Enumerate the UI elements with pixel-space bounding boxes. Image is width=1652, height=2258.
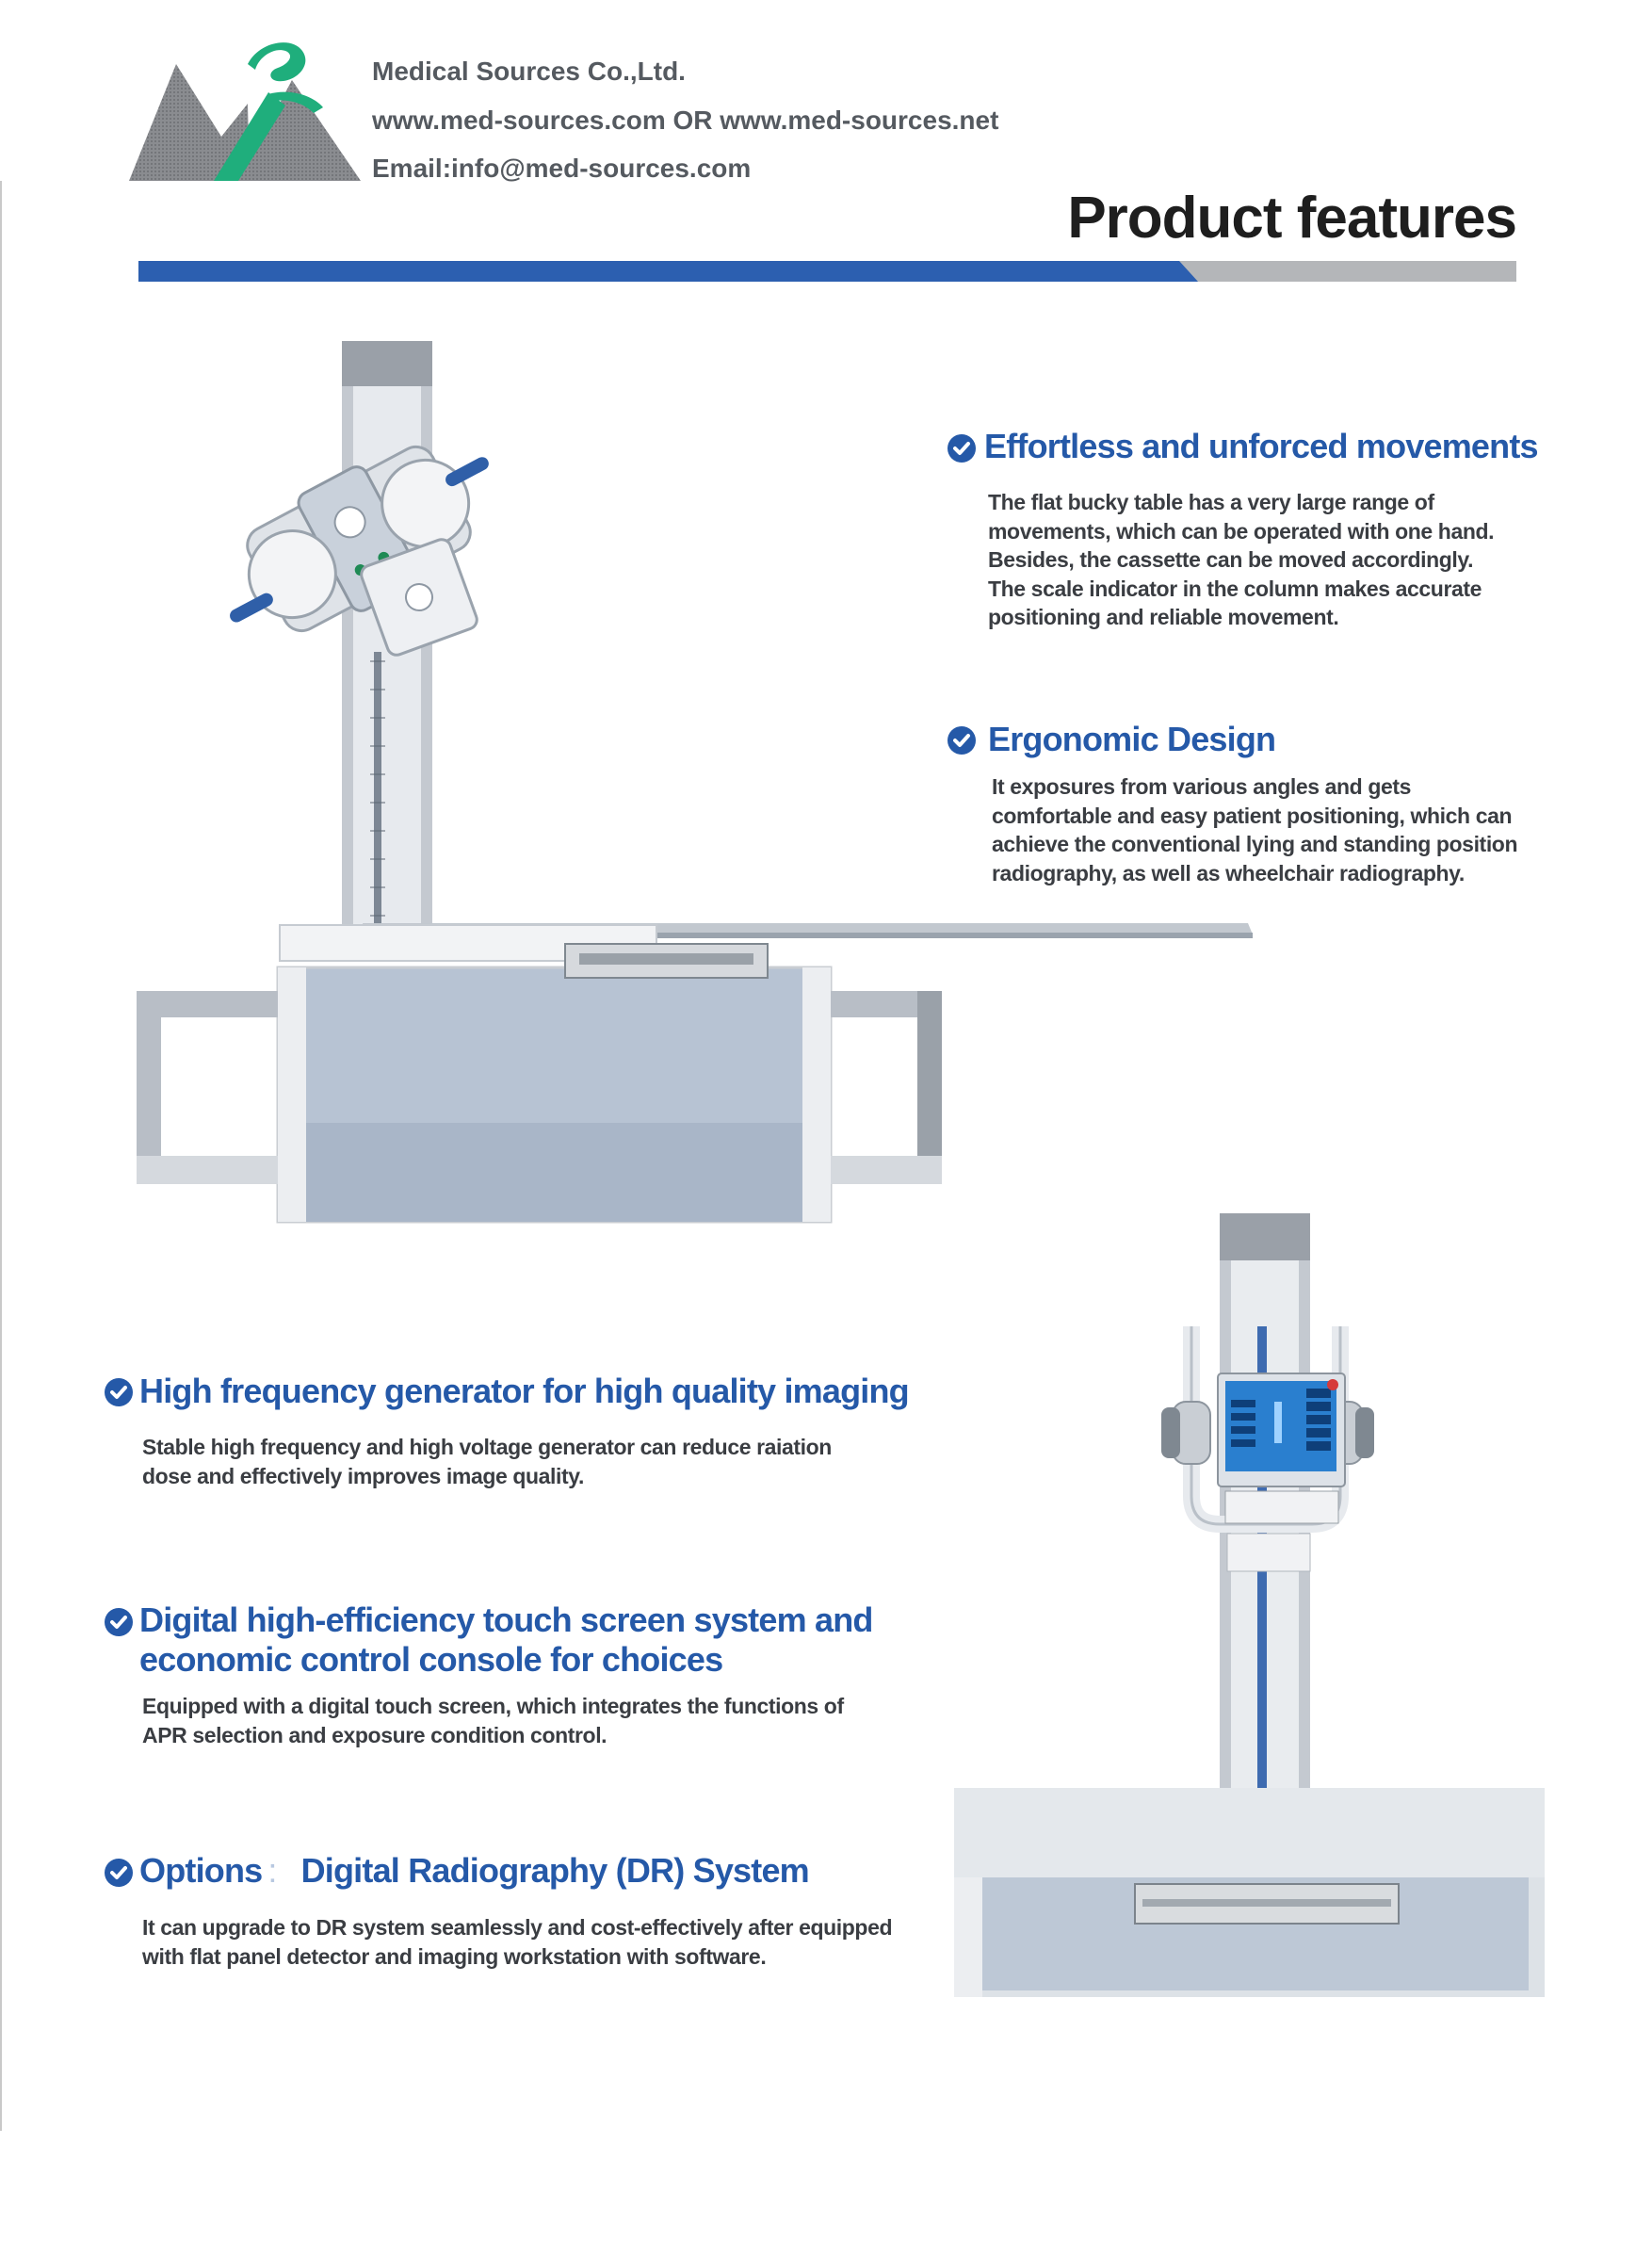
- feature-line: movements, which can be operated with on…: [988, 518, 1495, 544]
- feature-line: Besides, the cassette can be moved accor…: [988, 547, 1474, 572]
- feature-line: Equipped with a digital touch screen, wh…: [142, 1694, 844, 1718]
- check-circle-icon: [947, 726, 976, 755]
- options-separator: :: [267, 1851, 277, 1890]
- feature-line: Stable high frequency and high voltage g…: [142, 1435, 832, 1459]
- company-email: Email:info@med-sources.com: [372, 154, 752, 183]
- heading-line: Digital high-efficiency touch screen sys…: [139, 1600, 873, 1639]
- heading-line: economic control console for choices: [139, 1640, 723, 1679]
- feature-heading-movements: Effortless and unforced movements: [984, 427, 1539, 465]
- feature-line: The scale indicator in the column makes …: [988, 576, 1482, 601]
- ms-logo-icon: [129, 42, 361, 181]
- feature-line: comfortable and easy patient positioning…: [992, 803, 1513, 828]
- xray-machine-image-secondary: [954, 1213, 1545, 1997]
- feature-line: achieve the conventional lying and stand…: [992, 832, 1518, 856]
- feature-line: It exposures from various angles and get…: [992, 774, 1412, 799]
- feature-text-options: It can upgrade to DR system seamlessly a…: [142, 1913, 893, 1971]
- feature-line: with flat panel detector and imaging wor…: [142, 1943, 767, 1969]
- check-circle-icon: [105, 1378, 133, 1406]
- feature-line: APR selection and exposure condition con…: [142, 1722, 607, 1747]
- page-frame-left: [0, 181, 2, 2131]
- feature-heading-options: Options: Digital Radiography (DR) System: [139, 1851, 810, 1891]
- feature-text-movements: The flat bucky table has a very large ra…: [988, 488, 1495, 632]
- feature-text-ergonomic: It exposures from various angles and get…: [992, 772, 1518, 887]
- feature-heading-generator: High frequency generator for high qualit…: [139, 1372, 910, 1410]
- company-name: Medical Sources Co.,Ltd.: [372, 57, 686, 86]
- check-circle-icon: [105, 1608, 133, 1636]
- feature-text-touch-screen: Equipped with a digital touch screen, wh…: [142, 1692, 844, 1749]
- check-circle-icon: [105, 1859, 133, 1887]
- feature-heading-ergonomic: Ergonomic Design: [988, 720, 1276, 758]
- xray-machine-image-main: [137, 341, 1257, 1231]
- company-logo: [127, 38, 363, 184]
- feature-line: radiography, as well as wheelchair radio…: [992, 860, 1465, 885]
- options-label: Options: [139, 1851, 263, 1890]
- feature-text-generator: Stable high frequency and high voltage g…: [142, 1433, 832, 1490]
- page-title: Product features: [1067, 186, 1517, 251]
- feature-line: positioning and reliable movement.: [988, 605, 1339, 629]
- title-divider-bar: [138, 261, 1516, 282]
- company-websites: www.med-sources.com OR www.med-sources.n…: [372, 106, 999, 135]
- check-circle-icon: [947, 434, 976, 463]
- feature-line: The flat bucky table has a very large ra…: [988, 490, 1434, 514]
- feature-heading-touch-screen: Digital high-efficiency touch screen sys…: [139, 1600, 873, 1680]
- options-title: Digital Radiography (DR) System: [300, 1851, 810, 1890]
- feature-line: It can upgrade to DR system seamlessly a…: [142, 1915, 893, 1940]
- feature-line: dose and effectively improves image qual…: [142, 1463, 584, 1488]
